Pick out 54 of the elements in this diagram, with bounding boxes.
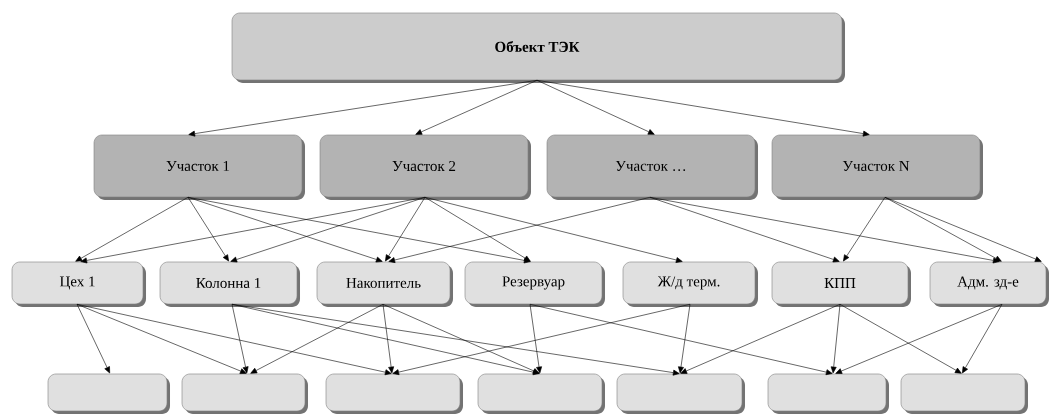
arrow [649, 197, 1000, 264]
arrow [187, 197, 229, 262]
box [616, 373, 745, 414]
process-box: Адм. зд-е [929, 261, 1049, 307]
arrow [388, 197, 651, 263]
arrow [250, 304, 384, 374]
box [767, 373, 889, 414]
process-box: КПП [771, 261, 911, 307]
process-box: Резервуар [464, 261, 605, 307]
arrow [231, 304, 680, 376]
process-box: Ж/д терм. [622, 261, 758, 307]
arrow [231, 304, 249, 374]
arrow [830, 304, 841, 374]
arrow [424, 197, 683, 263]
arrow [839, 304, 962, 374]
process-box: Накопитель [316, 261, 453, 307]
process-box: Цех 1 [11, 261, 146, 307]
arrow [884, 197, 1042, 262]
arrow [835, 304, 1003, 374]
process-box: Объект ТЭК [231, 12, 845, 83]
arrow [187, 197, 383, 263]
arrow [187, 197, 531, 264]
box [47, 373, 170, 414]
process-box: Участок 1 [93, 134, 305, 200]
arrow [385, 197, 426, 262]
process-box: Участок 2 [319, 134, 531, 200]
arrow [536, 80, 655, 135]
arrow [680, 304, 841, 374]
arrow [415, 80, 538, 135]
arrow [392, 304, 691, 376]
arrow [231, 304, 540, 376]
box [900, 373, 1028, 414]
arrow [188, 80, 538, 137]
arrow [382, 304, 395, 374]
process-box: Участок … [546, 134, 758, 200]
arrow [75, 197, 189, 262]
box [325, 373, 463, 414]
arrow [76, 304, 247, 374]
arrow [962, 304, 1003, 374]
box [477, 373, 605, 414]
arrow [76, 304, 110, 374]
arrow [424, 197, 531, 262]
arrow [529, 304, 833, 376]
arrow [76, 304, 392, 376]
arrow [536, 80, 870, 137]
arrow [843, 197, 886, 262]
arrow [649, 197, 840, 263]
arrow [382, 304, 540, 374]
box [181, 373, 308, 414]
arrow [230, 197, 426, 263]
arrow [678, 304, 691, 374]
arrow [529, 304, 542, 374]
process-box: Участок N [771, 134, 983, 200]
process-box: Колонна 1 [159, 261, 300, 307]
